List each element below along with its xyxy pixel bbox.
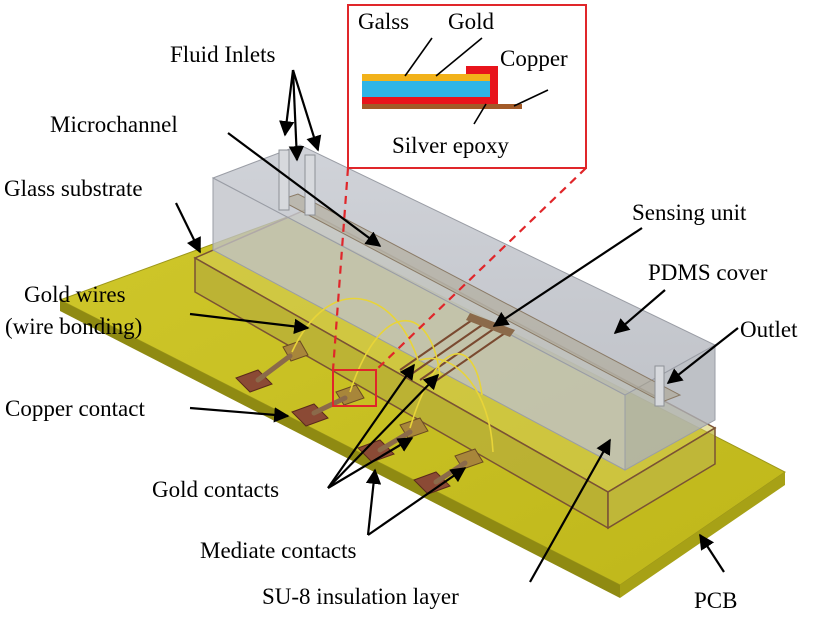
- label-outlet: Outlet: [740, 317, 798, 342]
- label-fluid-inlets: Fluid Inlets: [170, 42, 275, 67]
- inset-red-layer: [362, 97, 498, 104]
- sensing-unit: [399, 313, 515, 386]
- pdms-cover: [211, 144, 717, 471]
- inset-label-gold: Gold: [448, 9, 495, 34]
- inset-silver-epoxy: [466, 66, 498, 104]
- outlet-tube: [654, 365, 665, 407]
- inset-label-copper: Copper: [500, 46, 568, 71]
- inset-gold-layer: [362, 74, 490, 81]
- label-pcb: PCB: [694, 588, 737, 613]
- zoom-lines: [331, 167, 587, 371]
- label-sensing-unit: Sensing unit: [632, 200, 747, 225]
- inset-copper-layer: [362, 104, 522, 109]
- zoom-box: [332, 369, 377, 407]
- annotation-arrows: [175, 69, 739, 583]
- label-microchannel: Microchannel: [50, 112, 178, 137]
- label-su8-layer: SU-8 insulation layer: [262, 584, 459, 609]
- label-glass-substrate: Glass substrate: [4, 176, 143, 201]
- inset-label-silver-epoxy: Silver epoxy: [392, 133, 509, 158]
- label-wire-bonding: (wire bonding): [5, 314, 142, 339]
- inset-cross-section: Galss Gold Copper Silver epoxy: [347, 4, 587, 169]
- label-mediate-contacts: Mediate contacts: [200, 538, 357, 563]
- inset-label-glass: Galss: [358, 9, 409, 34]
- label-gold-contacts: Gold contacts: [152, 477, 279, 502]
- labels: Fluid Inlets Microchannel Glass substrat…: [4, 42, 798, 613]
- inset-glass-layer: [362, 81, 490, 97]
- label-pdms-cover: PDMS cover: [648, 260, 768, 285]
- fluid-inlet-tubes: [278, 149, 316, 216]
- label-gold-wires: Gold wires: [24, 282, 126, 307]
- label-copper-contact: Copper contact: [5, 396, 145, 421]
